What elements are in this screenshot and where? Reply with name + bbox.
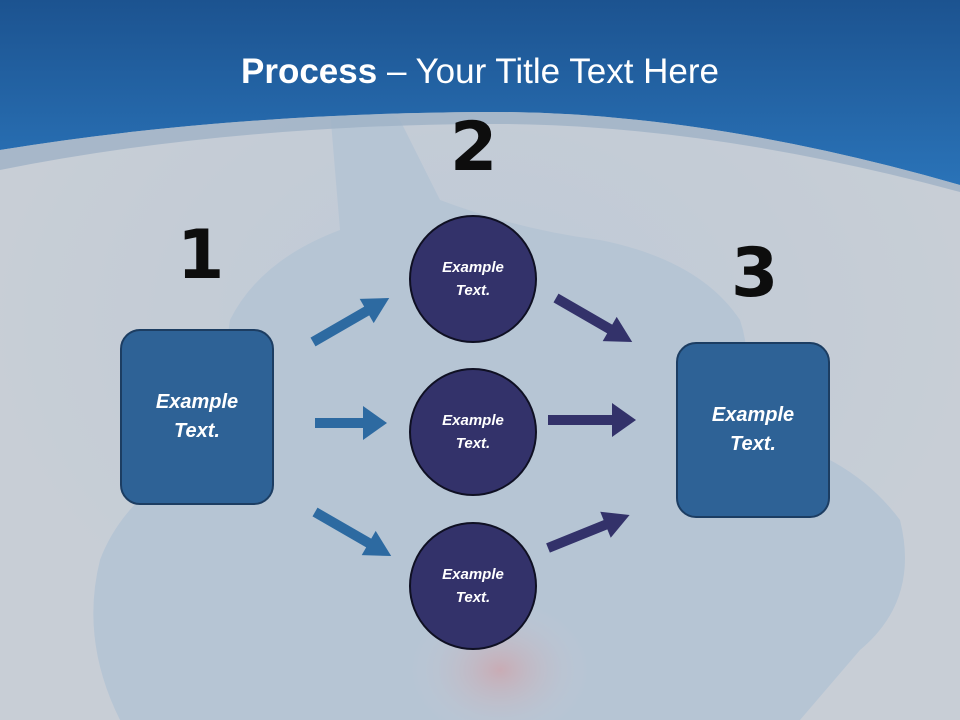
right-box-text: Example Text. [711,404,795,455]
right-box: Example Text. [676,342,830,518]
circle-middle: Example Text. [409,368,537,496]
circle-top: Example Text. [409,215,537,343]
title-bold: Process [241,52,378,91]
left-box: Example Text. [120,329,274,505]
circle-bottom: Example Text. [409,522,537,650]
step-number-2: 2 [450,108,498,187]
step-number-1: 1 [177,216,225,295]
circle-top-text: Example Text. [442,259,504,299]
left-box-text: Example Text. [155,391,239,442]
title-rest: – Your Title Text Here [377,52,719,91]
step-number-3: 3 [731,234,779,313]
circle-middle-text: Example Text. [442,412,504,452]
slide-title: Process – Your Title Text Here [0,52,960,92]
circle-bottom-text: Example Text. [442,566,504,606]
